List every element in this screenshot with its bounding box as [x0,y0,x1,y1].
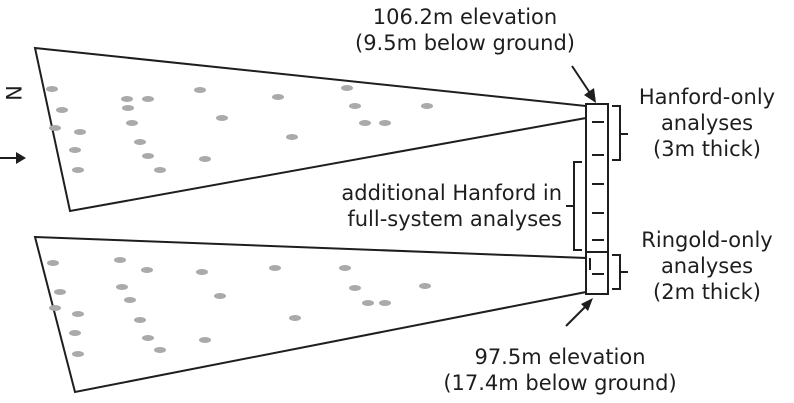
sample-point [154,167,166,173]
north-label: N [1,85,25,101]
sample-point [216,115,228,121]
sample-point [272,94,284,100]
sample-point [379,120,391,126]
ringold-only-bracket [612,254,621,290]
sample-point [154,347,166,353]
sample-point [54,289,66,295]
bottom-elevation-line-2: (17.4m below ground) [443,371,677,395]
sample-point [72,351,84,357]
sample-point [46,86,58,92]
upper-column [585,103,609,253]
sample-point [49,305,61,311]
sample-point [362,300,374,306]
top-elevation-label: 106.2m elevation (9.5m below ground) [330,4,600,56]
bottom-elevation-arrowhead [581,298,593,311]
sample-point [379,300,391,306]
hanford-only-bracket [612,105,621,161]
sample-point [126,120,138,126]
additional-hanford-line-1: additional Hanford in [341,181,562,205]
sample-point [69,330,81,336]
additional-hanford-label: additional Hanford in full-system analys… [282,180,562,232]
north-arrow-icon [0,152,26,164]
sample-point [116,284,128,290]
sample-point [359,120,371,126]
sample-point [142,96,154,102]
sample-point [114,257,126,263]
sample-point [72,311,84,317]
top-elevation-arrowhead [584,88,596,103]
sample-point [196,269,208,275]
sample-point [286,134,298,140]
additional-hanford-bracket [573,161,582,251]
sample-point [47,260,59,266]
hanford-only-line-1: Hanford-only [638,85,776,109]
ringold-only-label: Ringold-only analyses (2m thick) [624,227,790,305]
hanford-only-line-2: analyses [660,111,754,135]
sample-point [194,87,206,93]
ringold-only-line-3: (2m thick) [653,280,761,304]
column-tick-marks [589,121,604,275]
sample-point [49,125,61,131]
sample-point [121,96,133,102]
top-elevation-line-1: 106.2m elevation [372,5,558,29]
hanford-only-line-3: (3m thick) [653,137,761,161]
sample-point [419,283,431,289]
sample-point [269,265,281,271]
sample-point [199,156,211,162]
bottom-elevation-line-1: 97.5m elevation [474,345,646,369]
upper-sample-points [46,85,433,173]
sample-point [199,337,211,343]
sample-point [289,315,301,321]
sample-point [69,147,81,153]
sample-point [349,103,361,109]
sample-point [74,129,86,135]
hanford-only-label: Hanford-only analyses (3m thick) [624,84,790,162]
sample-point [341,85,353,91]
sample-point [421,103,433,109]
ringold-only-line-2: analyses [660,254,754,278]
sample-point [142,335,154,341]
sample-point [72,167,84,173]
sample-point [214,293,226,299]
lower-sample-points [47,257,431,357]
additional-hanford-line-2: full-system analyses [347,207,562,231]
sample-point [142,153,154,159]
sample-point [339,265,351,271]
sample-point [134,317,146,323]
ringold-only-line-1: Ringold-only [641,228,773,252]
bottom-elevation-label: 97.5m elevation (17.4m below ground) [410,344,710,396]
top-elevation-arrow [571,65,593,97]
top-elevation-line-2: (9.5m below ground) [355,31,575,55]
sample-point [134,139,146,145]
sample-point [56,107,68,113]
sample-point [141,267,153,273]
sample-point [124,297,136,303]
sample-point [122,105,134,111]
sample-point [349,285,361,291]
bottom-elevation-arrow [565,303,589,327]
